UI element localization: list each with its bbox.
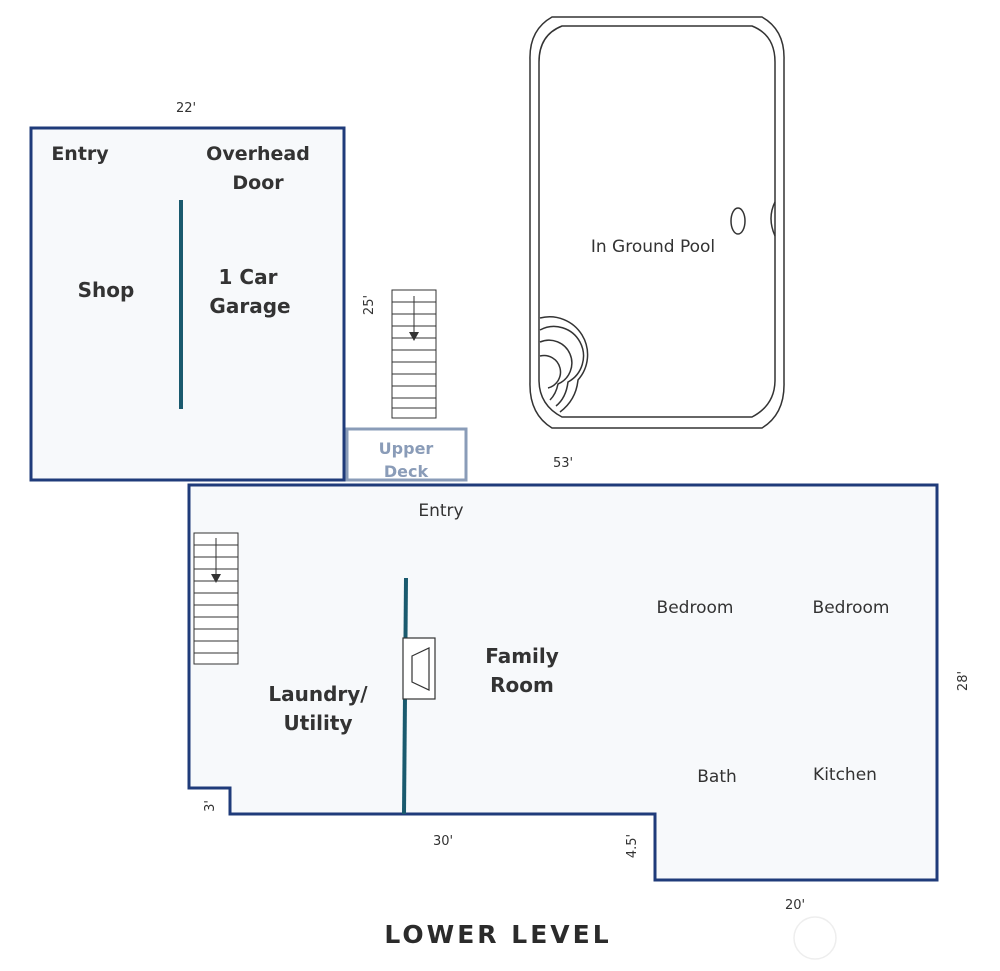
- garage-width-dimension: 22': [176, 101, 196, 116]
- outdoor-stairs: [391, 289, 437, 419]
- kitchen-label: Kitchen: [813, 765, 877, 785]
- outdoor-stairs-arrow-icon: [409, 332, 419, 341]
- page-title: LOWER LEVEL: [384, 920, 611, 949]
- interior-stairs-arrow-icon: [211, 574, 221, 583]
- upper-deck-label-line1: Upper: [379, 439, 434, 458]
- upper-deck-label-line2: Deck: [384, 462, 429, 481]
- family-room-label-line2: Room: [490, 673, 554, 697]
- overhead-door-label-line1: Overhead: [206, 143, 310, 165]
- bedroom-label-2: Bedroom: [813, 598, 890, 618]
- shop-label: Shop: [78, 278, 135, 302]
- laundry-label-line2: Utility: [284, 711, 353, 735]
- laundry-label-line1: Laundry/: [268, 682, 368, 706]
- upper-deck-outline: [345, 427, 468, 482]
- interior-stairs: [193, 532, 239, 665]
- pool-dimension: 53': [553, 456, 573, 471]
- pool-label: In Ground Pool: [591, 237, 715, 257]
- garage-block-outline: [29, 126, 346, 482]
- right-wall-dimension: 28': [956, 671, 971, 691]
- family-room-label-line1: Family: [485, 644, 559, 668]
- pool-outline: [529, 16, 785, 429]
- bottom-right-dimension: 20': [785, 898, 805, 913]
- stairs-dimension: 25': [362, 295, 377, 315]
- notch-dimension: 3': [203, 800, 218, 812]
- bath-label: Bath: [697, 767, 737, 787]
- overhead-door-label-line2: Door: [232, 172, 284, 194]
- bedroom-label-1: Bedroom: [657, 598, 734, 618]
- bottom-wall-dimension: 30': [433, 834, 453, 849]
- lower-level-outline: [187, 483, 939, 882]
- garage-entry-label: Entry: [51, 143, 109, 165]
- fireplace-icon: [402, 637, 436, 700]
- lower-entry-label: Entry: [418, 501, 463, 521]
- watermark-circle: [793, 916, 837, 960]
- garage-label-line1: 1 Car: [219, 265, 278, 289]
- step-dimension: 4.5': [625, 834, 640, 858]
- garage-label-line2: Garage: [209, 294, 290, 318]
